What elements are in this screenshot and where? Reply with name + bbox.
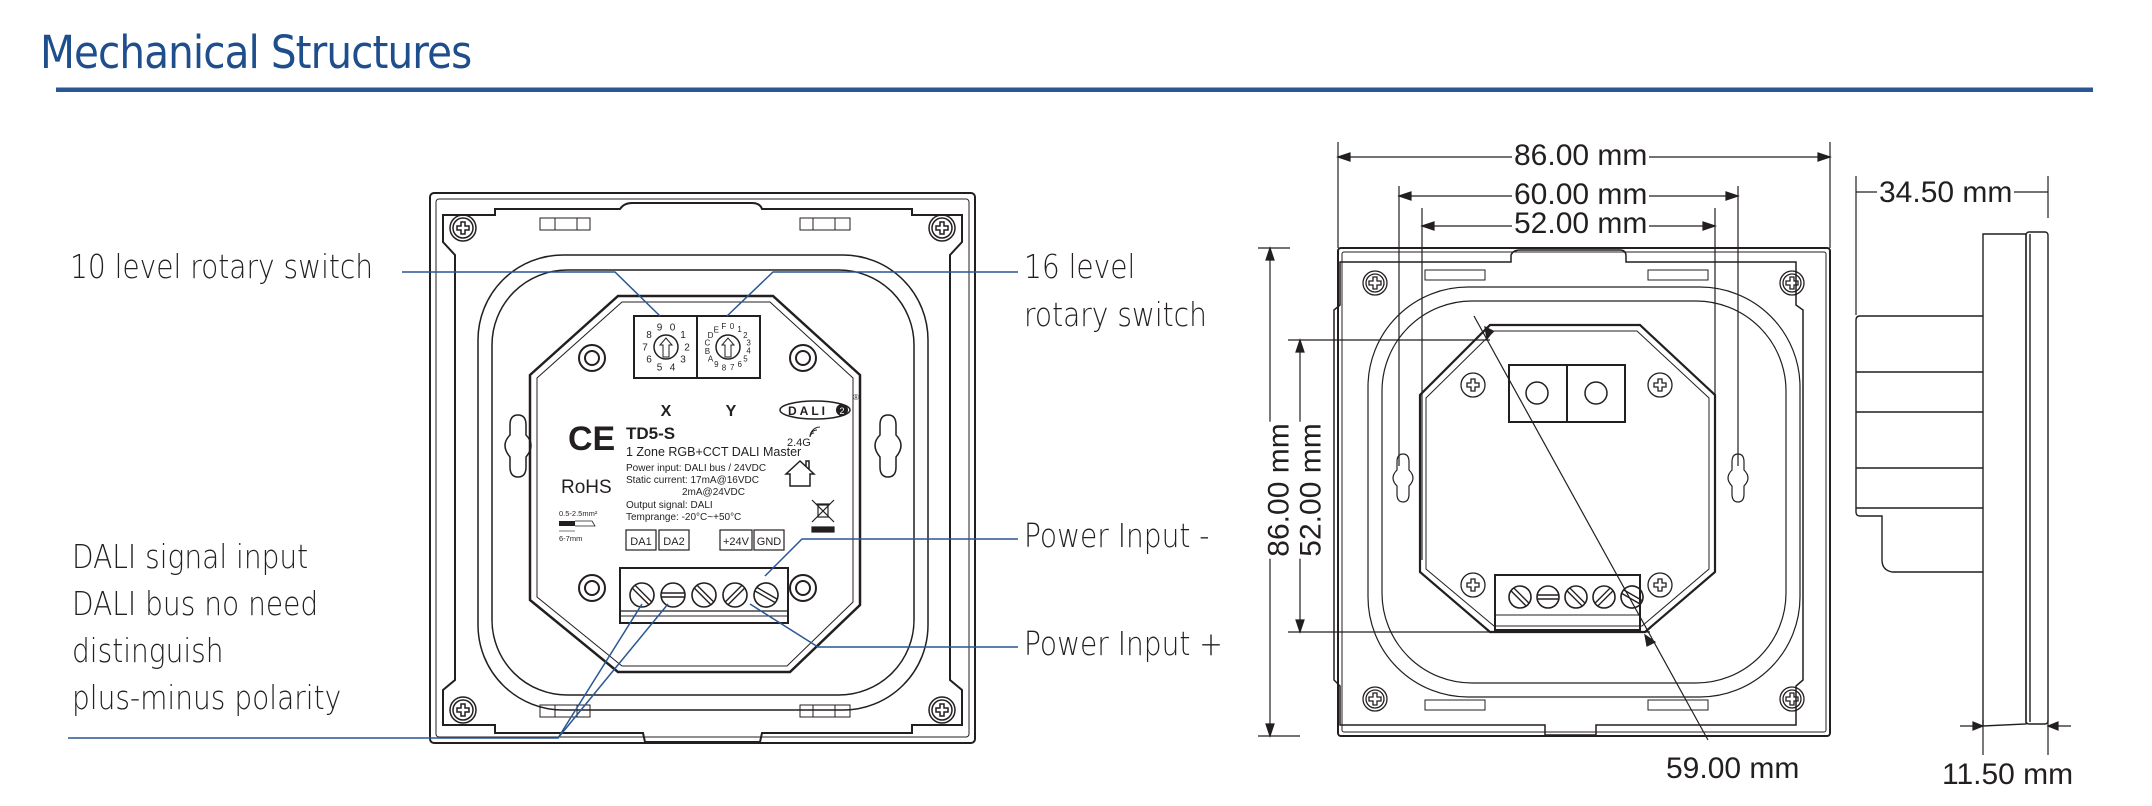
weee-bin-icon [811,499,835,533]
terminal-screw-icon [1536,585,1560,609]
terminal-label-box [753,529,785,551]
switch-y-label: Y [726,403,737,420]
dial-digit: 7 [730,363,735,372]
dial-digit: 3 [746,338,751,347]
dim-diagonal: 59.00 mm [1664,752,1802,786]
dali-logo-icon: DALI 2 ® [779,393,859,420]
dial-digit: D [708,331,714,340]
rotary-switch-y [696,315,761,379]
dial-digit: 1 [737,325,742,334]
terminal-label: GND [757,536,782,548]
dial-digit: B [705,347,710,356]
house-icon [784,459,816,487]
dim-total-depth: 34.50 mm [1877,176,2015,210]
terminal-label: DA2 [663,536,684,548]
strip-length-label: 6-7mm [559,534,582,543]
switch-x-label: X [661,403,672,420]
svg-text:2: 2 [839,406,844,416]
dim-plate-thickness: 11.50 mm [1940,758,2076,792]
dial-digit: 3 [680,355,686,366]
dim-inner-width: 52.00 mm [1512,207,1650,241]
callout-dali-line-1: DALI signal input [72,537,309,576]
dial-digit: 8 [646,330,652,341]
rohs-label: RoHS [561,477,612,498]
dim-overall-width: 86.00 mm [1512,139,1650,173]
dial-digit: 5 [743,354,748,363]
temp-range-spec: Temprange: -20°C~+50°C [626,512,741,523]
dial-digit: 6 [646,355,652,366]
dial-digit: 8 [722,363,727,372]
callout-leader-lines [68,271,1018,739]
terminal-screw-icon [660,582,686,608]
title-underline [56,88,2093,92]
svg-text:®: ® [853,393,859,402]
terminal-screw-icon [1620,585,1644,609]
wireless-label: 2.4G [787,437,811,449]
callout-16-level-line1: 16 level [1024,247,1136,286]
dial-digit: 9 [657,322,663,333]
dim-inner-height: 52.00 mm [1294,421,1329,559]
output-signal-spec: Output signal: DALI [626,500,713,511]
wire-strip-icon [559,520,596,532]
static-current-spec: Static current: 17mA@16VDC [626,475,759,486]
ce-mark-icon: CE [568,420,615,458]
dial-digit: 1 [680,330,686,341]
terminal-screw-icon [1508,585,1532,609]
dimension-lines [1258,142,2071,755]
terminal-label: DA1 [630,536,651,548]
side-view-drawing [1855,231,2049,727]
power-input-spec: Power input: DALI bus / 24VDC [626,463,766,474]
model-description: 1 Zone RGB+CCT DALI Master [626,445,801,459]
dial-digit: 9 [714,360,719,369]
wifi-signal-icon [809,426,821,438]
dial-digit: 2 [684,342,690,353]
dim-mount-hole-spacing: 60.00 mm [1512,178,1650,212]
terminal-label-box [719,529,753,551]
rear-corner-screws [449,214,956,724]
callout-16-level-line2: rotary switch [1024,295,1207,334]
dial-digit: 0 [730,322,735,331]
dial-digit: 4 [746,347,751,356]
callout-power-input-plus: Power Input + [1024,624,1223,663]
terminal-label-box [658,529,690,551]
dial-digit: 7 [642,342,648,353]
front-screws [1362,270,1805,712]
dial-digit: 6 [738,360,743,369]
callout-power-input-minus: Power Input - [1024,516,1210,555]
callout-dali-line-2: DALI bus no need [72,584,319,623]
terminal-screw-icon [629,582,655,608]
svg-text:DALI: DALI [788,404,828,418]
terminal-screw-icon [753,582,779,608]
terminal-label-box [625,529,657,551]
dial-digit: C [704,339,710,348]
dim-overall-height: 86.00 mm [1262,421,1297,559]
dial-digit: E [714,325,719,334]
static-current-spec-2: 2mA@24VDC [682,487,745,498]
callout-dali-line-3: distinguish [72,631,224,670]
dial-digit: 0 [670,322,676,333]
dial-digit: A [708,354,714,363]
dial-digit: 4 [670,362,676,373]
terminal-screw-icon [722,582,748,608]
wire-gauge-label: 0.5-2.5mm² [559,509,598,518]
dial-digit: 2 [743,331,748,340]
dial-digit: F [721,322,726,331]
model-number: TD5-S [626,424,675,443]
dial-digit: 5 [657,362,663,373]
rotary-switch-x [633,315,698,379]
terminal-label: +24V [723,536,750,548]
terminal-screw-icon [1592,585,1616,609]
terminal-screw-icon [1564,585,1588,609]
callout-dali-line-4: plus-minus polarity [72,678,342,717]
page-title: Mechanical Structures [40,26,472,79]
callout-10-level-rotary: 10 level rotary switch [70,247,374,286]
terminal-screw-icon [691,582,717,608]
